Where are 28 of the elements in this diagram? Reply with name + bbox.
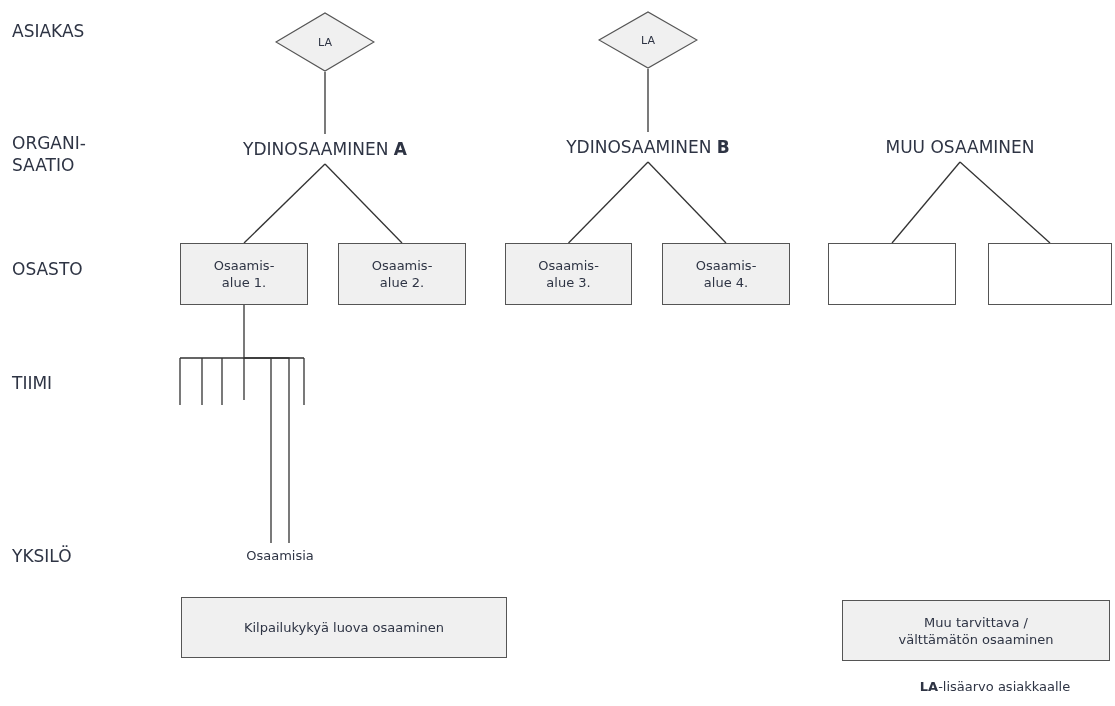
process-box: Muu tarvittava / välttämätön osaaminen (842, 600, 1110, 661)
heading-text: MUU OSAAMINEN (870, 132, 1050, 162)
heading-text: YDINOSAAMINEN B (548, 132, 748, 162)
connector-line (243, 163, 326, 244)
process-box: Osaamis- alue 1. (180, 243, 308, 305)
empty-box (828, 243, 956, 305)
row-label: OSASTO (12, 258, 84, 280)
process-box: Osaamis- alue 2. (338, 243, 466, 305)
process-box: Kilpailukykyä luova osaaminen (181, 597, 507, 658)
diamond-node: LA (275, 12, 375, 72)
process-box: Osaamis- alue 3. (505, 243, 632, 305)
row-label: YKSILÖ (12, 545, 73, 567)
connector-line (324, 71, 326, 135)
connector-line (647, 68, 649, 133)
connector-line (959, 161, 1051, 244)
connector-line (891, 161, 961, 244)
connector-line (647, 161, 727, 244)
connector-line (324, 163, 403, 244)
note-text: LA-lisäarvo asiakkaalle (918, 678, 1072, 696)
diamond-node: LA (598, 11, 698, 69)
empty-box (988, 243, 1112, 305)
row-label: ASIAKAS (12, 20, 86, 42)
process-box: Osaamis- alue 4. (662, 243, 790, 305)
heading-text: YDINOSAAMINEN A (222, 134, 428, 164)
node-text: Osaamisia (233, 543, 327, 567)
connector-line (243, 304, 290, 544)
row-label: TIIMI (12, 372, 54, 394)
connector-line (567, 161, 649, 244)
